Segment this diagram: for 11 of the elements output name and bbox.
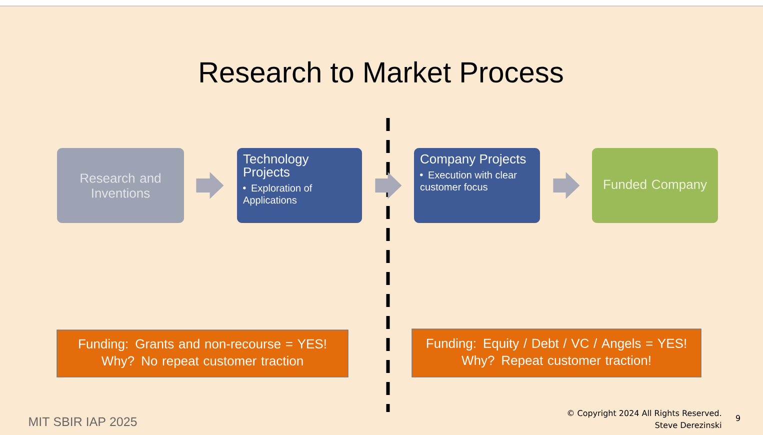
title: Research to Market Process [200, 61, 563, 83]
process-box: Research and Inventions [57, 148, 184, 223]
page-number: 9 [736, 415, 740, 422]
footer-text: MIT SBIR IAP 2025 [29, 417, 137, 426]
funding-box: Funding: Equity / Debt / VC / Angels = YES! Why? Repeat customer traction! [412, 328, 702, 378]
copyright-text: © Copyright 2024 All Rights Reserved. [568, 410, 721, 418]
process-box: Company Projects Execution with clear customer focus [414, 148, 540, 223]
author-text: Steve Derezinski [655, 422, 722, 428]
process-box: Funded Company [592, 148, 718, 223]
funding-box: Funding: Grants and non-recourse = YES! Why? No repeat customer traction [56, 330, 348, 378]
process-box: Technology Projects Exploration of Applications [237, 148, 362, 223]
